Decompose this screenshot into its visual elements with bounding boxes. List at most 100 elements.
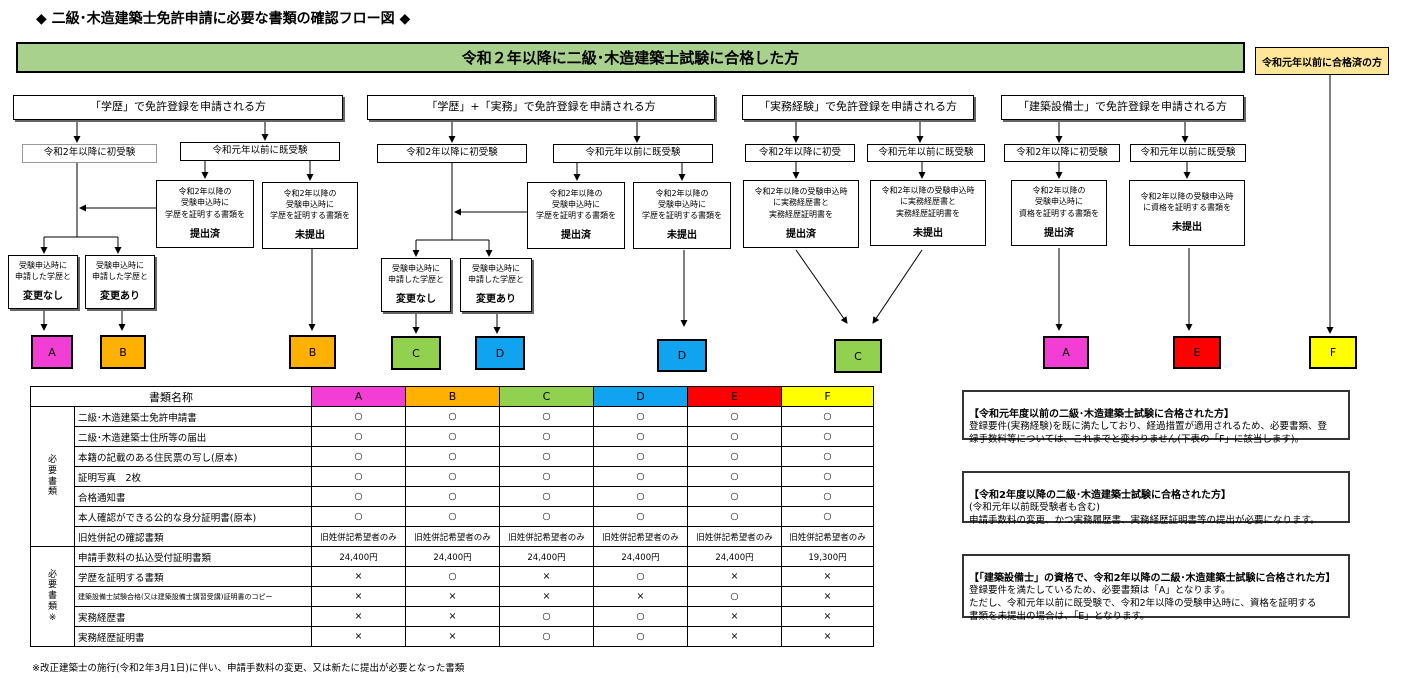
group4-first-exam: 令和2年以降に初受験 [1004, 144, 1120, 162]
table-cell: ○ [593, 406, 688, 427]
info-title: 【「建築設備士」の資格で、令和2年以降の二級･木造建築士試験に合格された方】 [969, 572, 1336, 584]
table-cell: 24,400円 [593, 546, 688, 567]
table-cell: ○ [593, 626, 688, 647]
table-cell: ○ [499, 506, 594, 527]
table-cell: ○ [781, 426, 874, 447]
table-cell: ○ [311, 466, 406, 487]
group1-condition-submitted: 令和2年以降の 受験申込時に 学歴を証明する書類を提出済 [156, 180, 254, 248]
condition-result: 提出済 [786, 228, 816, 240]
group2-condition-not-submitted: 令和2年以降の 受験申込時に 学歴を証明する書類を未提出 [633, 182, 731, 249]
table-cell: × [781, 626, 874, 647]
condition-result: 未提出 [913, 227, 943, 239]
table-cell: ○ [687, 406, 782, 427]
condition-text: 令和2年以降の 受験申込時に 学歴を証明する書類を [536, 188, 616, 221]
group1-previous-exam: 令和元年以前に既受験 [180, 142, 340, 161]
table-cell: × [499, 566, 594, 587]
change-text: 受験申込時に 申請した学歴と [388, 263, 444, 285]
table-cell: × [311, 586, 406, 607]
group4-condition-not-submitted: 令和2年以降の受験申込時 に資格を証明する書類を未提出 [1129, 180, 1245, 246]
document-name: 実務経歴証明書 [74, 626, 312, 647]
table-row: 建築設備士試験合格(又は建築設備士講習受講)証明書のコピー××××○× [31, 586, 874, 607]
table-cell: ○ [687, 466, 782, 487]
main-banner: 令和２年以降に二級･木造建築士試験に合格した方 [16, 42, 1245, 73]
table-cell: ○ [687, 506, 782, 527]
info-box-before-r2: 【令和元年度以前の二級･木造建築士試験に合格された方】登録要件(実務経験)を既に… [962, 390, 1350, 445]
table-cell: ○ [311, 406, 406, 427]
group2-change: 受験申込時に 申請した学歴と変更あり [460, 258, 532, 312]
table-footnote: ※改正建築士の施行(令和2年3月1日)に伴い、申請手数料の変更、又は新たに提出が… [32, 663, 465, 674]
document-name: 証明写真 2枚 [74, 466, 312, 487]
table-cell: ○ [593, 466, 688, 487]
table-cell: ○ [593, 426, 688, 447]
table-cell: ○ [499, 606, 594, 627]
table-row: 合格通知書○○○○○○ [31, 486, 874, 507]
group1-first-exam: 令和2年以降に初受験 [22, 144, 157, 163]
result-label-d: D [657, 339, 707, 372]
group1-no-change: 受験申込時に 申請した学歴と変更なし [8, 255, 78, 309]
table-cell: × [687, 606, 782, 627]
table-header-e: E [687, 386, 782, 407]
table-cell: × [499, 586, 594, 607]
table-cell: ○ [405, 486, 500, 507]
table-header-f: F [781, 386, 874, 407]
table-cell: ○ [311, 486, 406, 507]
table-row: 必要書類二級･木造建築士免許申請書○○○○○○ [30, 406, 874, 547]
condition-text: 令和2年以降の 受験申込時に 学歴を証明する書類を [165, 187, 245, 219]
table-row: 二級･木造建築士住所等の届出○○○○○○ [31, 426, 874, 447]
table-cell: 24,400円 [499, 546, 594, 567]
table-row: 学歴を証明する書類×○×○×× [31, 566, 874, 587]
table-cell: ○ [405, 406, 500, 427]
table-cell: ○ [499, 626, 594, 647]
info-body: 登録要件(実務経験)を既に満たしており、経過措置が適用されるため、必要書類、登 … [969, 421, 1327, 446]
result-label-a: A [1043, 336, 1089, 369]
document-name: 本人確認ができる公的な身分証明書(原本) [74, 506, 312, 527]
result-label-c: C [834, 339, 882, 373]
result-label-b: B [100, 335, 146, 369]
table-cell: ○ [405, 426, 500, 447]
condition-result: 提出済 [190, 228, 220, 240]
table-cell: ○ [781, 466, 874, 487]
info-title: 【令和元年度以前の二級･木造建築士試験に合格された方】 [969, 408, 1234, 420]
table-cell: × [687, 566, 782, 587]
table-cell: 旧姓併記希望者のみ [593, 526, 688, 547]
table-cell: ○ [499, 486, 594, 507]
document-name: 二級･木造建築士住所等の届出 [74, 426, 312, 447]
result-label-a: A [31, 335, 73, 369]
table-row: 実務経歴書××○○×× [31, 606, 874, 627]
table-cell: ○ [499, 406, 594, 427]
table-cell: ○ [405, 566, 500, 587]
condition-result: 未提出 [667, 230, 697, 242]
section-label: 必要書類 [30, 406, 75, 547]
change-text: 受験申込時に 申請した学歴と [15, 260, 71, 282]
info-body: 登録要件を満たしているため、必要書類は「A」となります。 ただし、令和元年以前に… [969, 585, 1317, 622]
change-result: 変更なし [396, 293, 436, 305]
condition-text: 令和2年以降の 受験申込時に 学歴を証明する書類を [642, 188, 722, 221]
info-box-after-r2: 【令和2年度以降の二級･木造建築士試験に合格された方】(令和元年以前既受験者も含… [962, 471, 1350, 526]
table-row: 実務経歴証明書××○○×× [31, 626, 874, 647]
condition-text: 令和2年以降の 受験申込時に 学歴を証明する書類を [270, 188, 350, 221]
table-header-d: D [593, 386, 688, 407]
table-cell: 旧姓併記希望者のみ [781, 526, 874, 547]
group1-change: 受験申込時に 申請した学歴と変更あり [85, 255, 155, 309]
change-result: 変更あり [100, 290, 140, 302]
table-cell: ○ [593, 506, 688, 527]
table-cell: ○ [593, 486, 688, 507]
table-cell: × [781, 586, 874, 607]
table-header-row: 書類名称 A B C D E F [30, 386, 874, 407]
document-name: 合格通知書 [74, 486, 312, 507]
table-cell: ○ [311, 426, 406, 447]
table-cell: 19,300円 [781, 546, 874, 567]
result-label-c: C [391, 336, 441, 370]
table-cell: 旧姓併記希望者のみ [405, 526, 500, 547]
f-banner: 令和元年以前に合格済の方 [1255, 47, 1389, 75]
group3-condition-submitted: 令和2年以降の受験申込時 に実務経歴書と 実務経歴証明書を提出済 [743, 180, 859, 248]
table-cell: × [311, 566, 406, 587]
table-cell: ○ [781, 506, 874, 527]
group4-condition-submitted: 令和2年以降の 受験申込時に 資格を証明する書類を提出済 [1011, 180, 1107, 246]
result-label-b: B [289, 335, 336, 369]
group2-previous-exam: 令和元年以前に既受験 [553, 144, 713, 163]
table-cell: ○ [687, 446, 782, 467]
group3-first-exam: 令和2年以降に初受 [745, 144, 855, 162]
table-row: 本人確認ができる公的な身分証明書(原本)○○○○○○ [31, 506, 874, 527]
info-box-equipment: 【「建築設備士」の資格で、令和2年以降の二級･木造建築士試験に合格された方】登録… [962, 554, 1350, 622]
